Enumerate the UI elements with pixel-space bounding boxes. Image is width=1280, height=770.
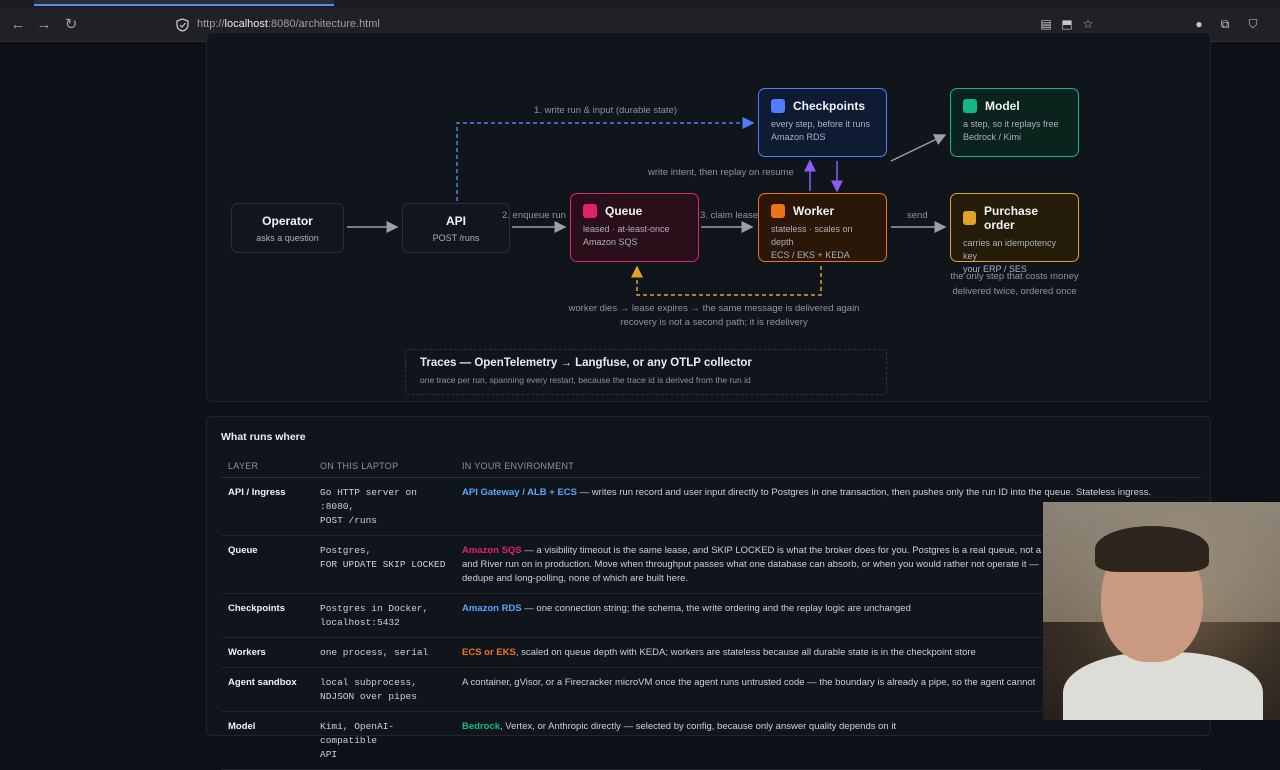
- checkpoints-swatch-icon: [771, 99, 785, 113]
- table-title: What runs where: [221, 431, 306, 443]
- operator-sub: asks a question: [256, 233, 319, 243]
- purchase-order-node[interactable]: Purchase order carries an idempotency ke…: [950, 193, 1079, 274]
- label-costs-1: the only step that costs money: [950, 271, 1079, 282]
- shield-extension-icon[interactable]: ⛉: [1248, 17, 1258, 31]
- back-icon[interactable]: ←: [10, 16, 26, 33]
- model-swatch-icon: [963, 99, 977, 113]
- row-layer: API / Ingress: [221, 477, 313, 536]
- header-environment: IN YOUR ENVIRONMENT: [455, 457, 1201, 478]
- bookmark-star-icon[interactable]: ☆: [1082, 17, 1094, 31]
- reload-icon[interactable]: ↻: [64, 16, 78, 33]
- checkpoints-title: Checkpoints: [793, 99, 866, 113]
- worker-sub2: ECS / EKS + KEDA: [771, 250, 850, 260]
- queue-sub2: Amazon SQS: [583, 237, 638, 247]
- webcam-hair: [1095, 526, 1209, 572]
- model-sub2: Bedrock / Kimi: [963, 132, 1022, 142]
- row-layer: Model: [221, 711, 313, 770]
- webcam-shirt: [1063, 652, 1263, 720]
- queue-swatch-icon: [583, 204, 597, 218]
- traces-box: Traces — OpenTelemetry → Langfuse, or an…: [405, 349, 887, 395]
- model-title: Model: [985, 99, 1020, 113]
- api-node[interactable]: API POST /runs: [402, 203, 510, 253]
- row-laptop: one process, serial: [313, 637, 455, 668]
- purchase-swatch-icon: [963, 211, 977, 225]
- purchase-title: Purchase order: [984, 204, 1039, 232]
- label-dies-2: recovery is not a second path; it is red…: [620, 317, 808, 328]
- row-layer: Checkpoints: [221, 593, 313, 638]
- row-layer: Agent sandbox: [221, 667, 313, 712]
- checkpoints-sub2: Amazon RDS: [771, 132, 826, 142]
- save-icon[interactable]: ⬒: [1061, 17, 1073, 31]
- queue-sub1: leased · at-least-once: [583, 224, 670, 234]
- worker-title: Worker: [793, 204, 835, 218]
- worker-swatch-icon: [771, 204, 785, 218]
- tab-strip: [0, 0, 1280, 8]
- label-dies-1: worker dies → lease expires → the same m…: [568, 303, 860, 314]
- header-laptop: ON THIS LAPTOP: [313, 457, 455, 478]
- label-write-run: 1. write run & input (durable state): [534, 105, 678, 116]
- security-icon[interactable]: [176, 18, 189, 32]
- row-environment: Bedrock, Vertex, or Anthropic directly —…: [455, 711, 1201, 770]
- row-layer: Workers: [221, 637, 313, 668]
- row-laptop: local subprocess,NDJSON over pipes: [313, 667, 455, 712]
- table-header-row: LAYER ON THIS LAPTOP IN YOUR ENVIRONMENT: [221, 457, 1201, 478]
- arrow-redelivery: [631, 265, 822, 296]
- traces-sub: one trace per run, spanning every restar…: [420, 375, 751, 385]
- purchase-sub2: your ERP / SES: [963, 264, 1027, 274]
- arrow-worker-model: [890, 134, 947, 162]
- header-layer: LAYER: [221, 457, 313, 478]
- row-laptop: Postgres in Docker,localhost:5432: [313, 593, 455, 638]
- forward-icon[interactable]: →: [36, 16, 52, 33]
- arrow-api-checkpoints: [456, 117, 755, 201]
- api-sub: POST /runs: [432, 233, 480, 243]
- checkpoints-sub1: every step, before it runs: [771, 119, 871, 129]
- row-laptop: Postgres,FOR UPDATE SKIP LOCKED: [313, 535, 455, 594]
- url-text: http://localhost:8080/architecture.html: [197, 18, 380, 30]
- row-laptop: Go HTTP server on :8080,POST /runs: [313, 477, 455, 536]
- operator-node[interactable]: Operator asks a question: [231, 203, 344, 253]
- model-sub1: a step, so it replays free: [963, 119, 1059, 129]
- traces-title: Traces — OpenTelemetry → Langfuse, or an…: [420, 357, 752, 369]
- reader-icon[interactable]: ▤: [1040, 17, 1052, 31]
- api-title: API: [445, 214, 466, 228]
- row-layer: Queue: [221, 535, 313, 594]
- queue-title: Queue: [605, 204, 643, 218]
- puzzle-icon[interactable]: ⧉: [1220, 17, 1230, 31]
- worker-sub1: stateless · scales on depth: [771, 224, 853, 247]
- label-write-intent: write intent, then replay on resume: [648, 167, 794, 178]
- label-costs-2: delivered twice, ordered once: [952, 286, 1077, 297]
- architecture-diagram: Operator asks a question API POST /runs …: [206, 32, 1211, 402]
- extension-icon[interactable]: ●: [1195, 17, 1203, 31]
- operator-title: Operator: [262, 214, 313, 228]
- label-enqueue: 2. enqueue run: [502, 210, 566, 221]
- active-tab[interactable]: [34, 0, 334, 6]
- label-claim: 3. claim lease: [700, 210, 759, 221]
- webcam-overlay: [1043, 502, 1280, 720]
- diagram-connectors: [347, 117, 947, 296]
- label-send: send: [907, 210, 928, 221]
- purchase-sub1: carries an idempotency key: [963, 238, 1057, 261]
